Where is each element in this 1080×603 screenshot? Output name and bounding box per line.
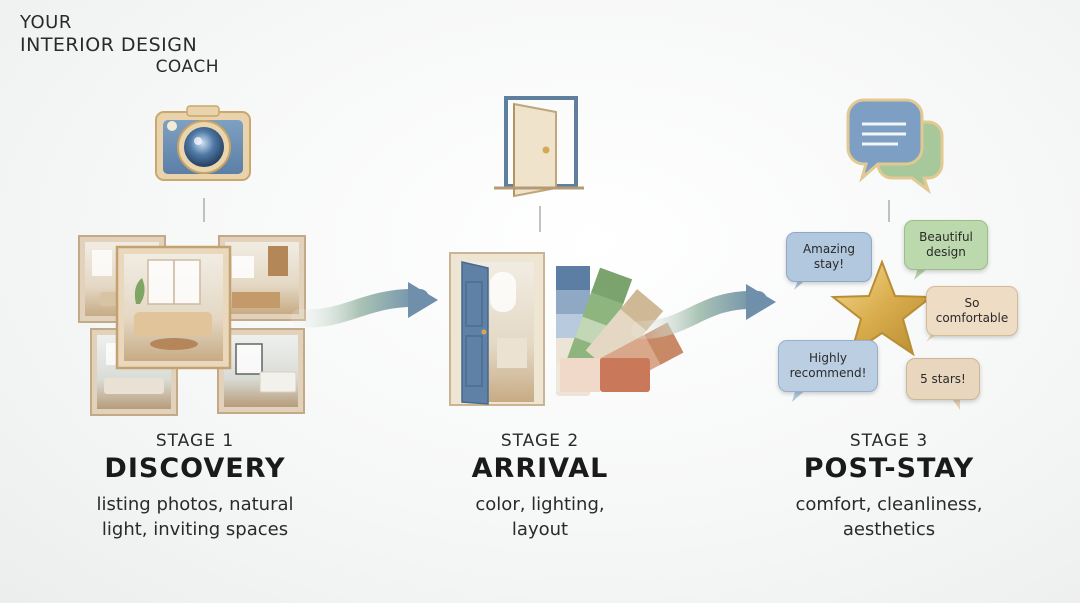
review-4-line-2: recommend!	[789, 366, 867, 380]
stage-1-description: listing photos, natural light, inviting …	[45, 492, 345, 542]
stage-3-title: POST-STAY	[803, 453, 975, 484]
stage-3-desc-line-2: aesthetics	[842, 519, 936, 540]
stage-3-number: STAGE 3	[849, 431, 929, 451]
photo-center	[115, 245, 232, 370]
photo-bottom-right	[217, 328, 305, 414]
stage-2-number: STAGE 2	[500, 431, 580, 451]
review-2-line-2: design	[926, 245, 966, 259]
stage-2: STAGE 2 ARRIVAL color, lighting, layout	[390, 431, 690, 542]
chat-bubbles-icon	[846, 98, 944, 195]
stage-1: STAGE 1 DISCOVERY listing photos, natura…	[45, 431, 345, 542]
stage-1-desc-line-2: light, inviting spaces	[101, 519, 289, 540]
flow-arrow-1-head	[408, 282, 438, 318]
star-icon	[830, 259, 934, 357]
photo-top-right	[218, 235, 306, 321]
review-3-line-1: So	[964, 296, 980, 310]
bubble-tail-2	[914, 268, 928, 280]
brand-line-3: COACH	[155, 57, 219, 77]
stage-3-desc-line-1: comfort, cleanliness,	[795, 494, 983, 515]
stage-1-title: DISCOVERY	[104, 453, 286, 484]
stage-3: STAGE 3 POST-STAY comfort, cleanliness, …	[739, 431, 1039, 542]
stage-2-title: ARRIVAL	[471, 453, 609, 484]
stage-1-number: STAGE 1	[155, 431, 235, 451]
color-swatch-fan	[556, 266, 684, 396]
camera-icon	[155, 105, 251, 181]
doorway-scene	[449, 252, 545, 406]
flow-arrow-2-head	[746, 284, 776, 320]
stage-3-description: comfort, cleanliness, aesthetics	[739, 492, 1039, 542]
flow-arrow-2	[631, 290, 767, 339]
review-1-line-2: stay!	[813, 257, 845, 271]
photo-collage	[78, 235, 306, 416]
stage-1-desc-line-1: listing photos, natural	[96, 494, 294, 515]
stage-2-desc-line-1: color, lighting,	[475, 494, 605, 515]
review-bubble-5: 5 stars!	[906, 358, 980, 400]
review-2-line-1: Beautiful	[919, 230, 973, 244]
stage-2-description: color, lighting, layout	[390, 492, 690, 542]
brand-line-1: YOUR	[20, 12, 72, 33]
review-5-line-1: 5 stars!	[920, 371, 966, 386]
stage-2-desc-line-2: layout	[511, 519, 569, 540]
review-4-line-1: Highly	[808, 351, 847, 365]
review-1-line-1: Amazing	[802, 242, 856, 256]
brand-line-2: INTERIOR DESIGN	[20, 34, 198, 56]
door-icon	[494, 96, 584, 198]
brand-logo: YOUR INTERIOR DESIGN COACH	[20, 12, 219, 78]
review-3-line-2: comfortable	[935, 311, 1009, 325]
flow-arrow-1	[291, 288, 429, 328]
